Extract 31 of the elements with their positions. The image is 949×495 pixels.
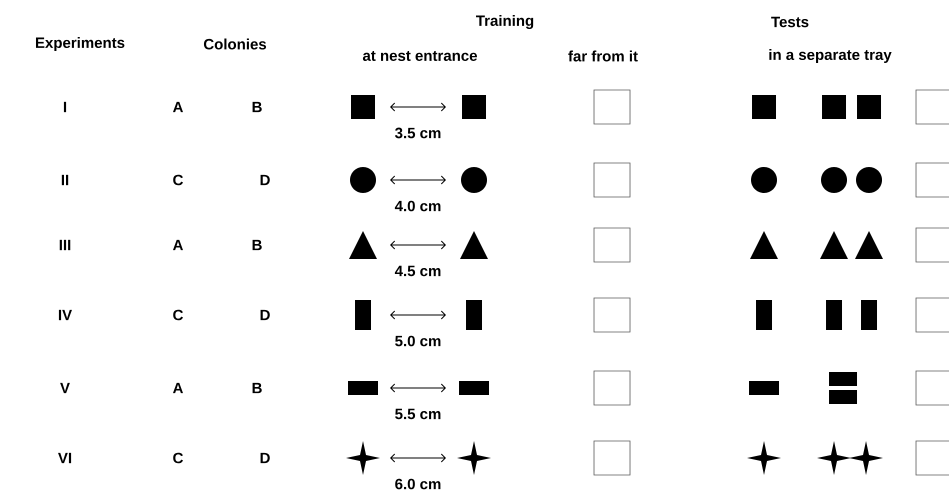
colony-letter: B [252, 102, 262, 112]
colony-letter: B [252, 240, 262, 250]
distance-label: 5.0 cm [395, 336, 440, 346]
row-numeral: I [64, 102, 66, 112]
colony-letter: D [260, 310, 270, 320]
row-numeral: II [62, 174, 68, 186]
colony-letter: B [252, 382, 262, 394]
column-heading: at nest entrance [362, 51, 477, 61]
column-heading: Tests [771, 16, 808, 28]
row-numeral: III [60, 240, 70, 250]
column-heading: Experiments [36, 37, 124, 51]
column-heading: Training [476, 14, 534, 30]
distance-label: 6.0 cm [395, 478, 440, 490]
distance-label: 5.5 cm [395, 408, 440, 420]
row-numeral: IV [58, 310, 72, 320]
column-heading: Colonies [204, 38, 266, 50]
distance-label: 3.5 cm [395, 128, 440, 138]
colony-letter: A [172, 102, 184, 112]
row-numeral: V [60, 382, 70, 394]
distance-label: 4.0 cm [394, 200, 440, 212]
colony-letter: A [172, 382, 184, 394]
column-heading: far from it [568, 50, 638, 62]
column-heading: in a separate tray [769, 49, 892, 63]
colony-letter: C [173, 452, 183, 464]
colony-letter: C [173, 310, 183, 320]
distance-label: 4.5 cm [394, 266, 440, 276]
colony-letter: D [260, 452, 270, 464]
colony-letter: A [172, 240, 184, 250]
row-numeral: VI [58, 452, 72, 464]
colony-letter: D [260, 174, 270, 186]
colony-letter: C [173, 174, 183, 186]
